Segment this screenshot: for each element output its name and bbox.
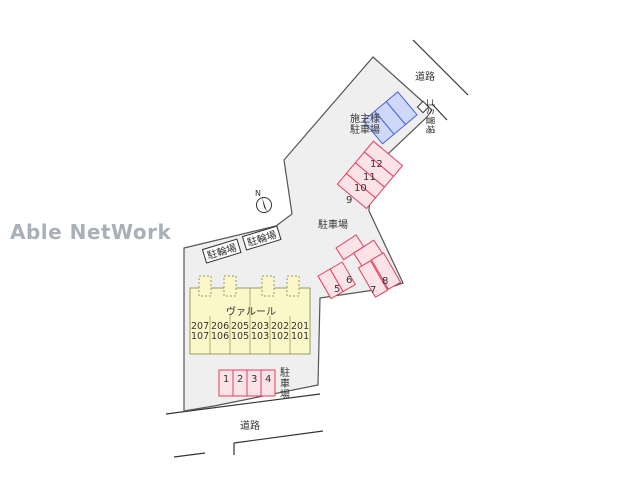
parking-space [370,252,402,290]
owner-parking-label-1: 施主様 [350,112,380,125]
bike-parking-box [201,238,242,264]
owner-parking-group [362,91,418,145]
parking-space [363,140,404,178]
unit-number-lower: 105 [231,331,249,342]
parking-number: 8 [382,276,388,287]
unit-number-lower: 103 [251,331,269,342]
unit-number-lower: 107 [191,331,209,342]
parking-number: 11 [363,172,376,183]
road-label-top: 道路 [415,70,435,83]
road-edge-bottom-lower-left [173,452,206,458]
parking-space [329,261,356,293]
owner-parking-label-2: 駐車場 [350,123,380,136]
unit-number-lower: 101 [291,331,309,342]
parking-upper-group: 12 11 10 9 [336,140,404,210]
unit-number-upper: 207 [191,321,209,332]
road-edge-top-left [412,39,469,96]
owner-parking-space [385,91,418,126]
compass-label: N [255,189,261,198]
parking-bottom-group: 1 2 3 4 [218,369,276,397]
road-edge-bottom-upper [165,393,321,415]
parking-number: 2 [237,374,243,385]
road-edge-top-right [431,103,448,121]
building-stair [261,275,275,297]
building-name: ヴァルール [226,305,276,318]
parking-label-bottom: 駐車場 [280,366,290,401]
parking-label-main: 駐車場 [318,218,348,231]
compass-arrow-icon [262,197,267,212]
building: ヴァルール 2071072061062051052031032021022011… [189,275,311,355]
parking-number: 6 [346,275,352,286]
parking-number: 3 [251,374,257,385]
garbage-area [416,100,430,114]
garbage-label: ゴミ置場 [424,98,436,134]
parking-number: 5 [334,284,340,295]
building-stair [223,275,237,297]
parking-number: 4 [265,374,271,385]
building-stair [198,275,212,297]
parking-number: 12 [370,159,383,170]
bike-parking-box [241,225,282,251]
watermark-text: Able NetWork [10,220,172,244]
building-stair [286,275,300,297]
parking-space [260,369,276,397]
unit-number-upper: 201 [291,321,309,332]
unit-number-lower: 102 [271,331,289,342]
road-edge-bottom-lower-right [233,430,324,444]
unit-number-upper: 205 [231,321,249,332]
parking-lower-group: 5 6 7 8 [317,234,402,300]
parking-number: 7 [370,285,376,296]
unit-number-lower: 106 [211,331,229,342]
road-label-bottom: 道路 [240,419,260,432]
unit-number-upper: 206 [211,321,229,332]
parking-number: 9 [346,195,352,206]
parking-space [357,260,389,298]
parking-number: 10 [354,183,367,194]
unit-number-upper: 203 [251,321,269,332]
unit-number-upper: 202 [271,321,289,332]
north-compass: N [255,189,272,213]
parking-number: 1 [223,374,229,385]
